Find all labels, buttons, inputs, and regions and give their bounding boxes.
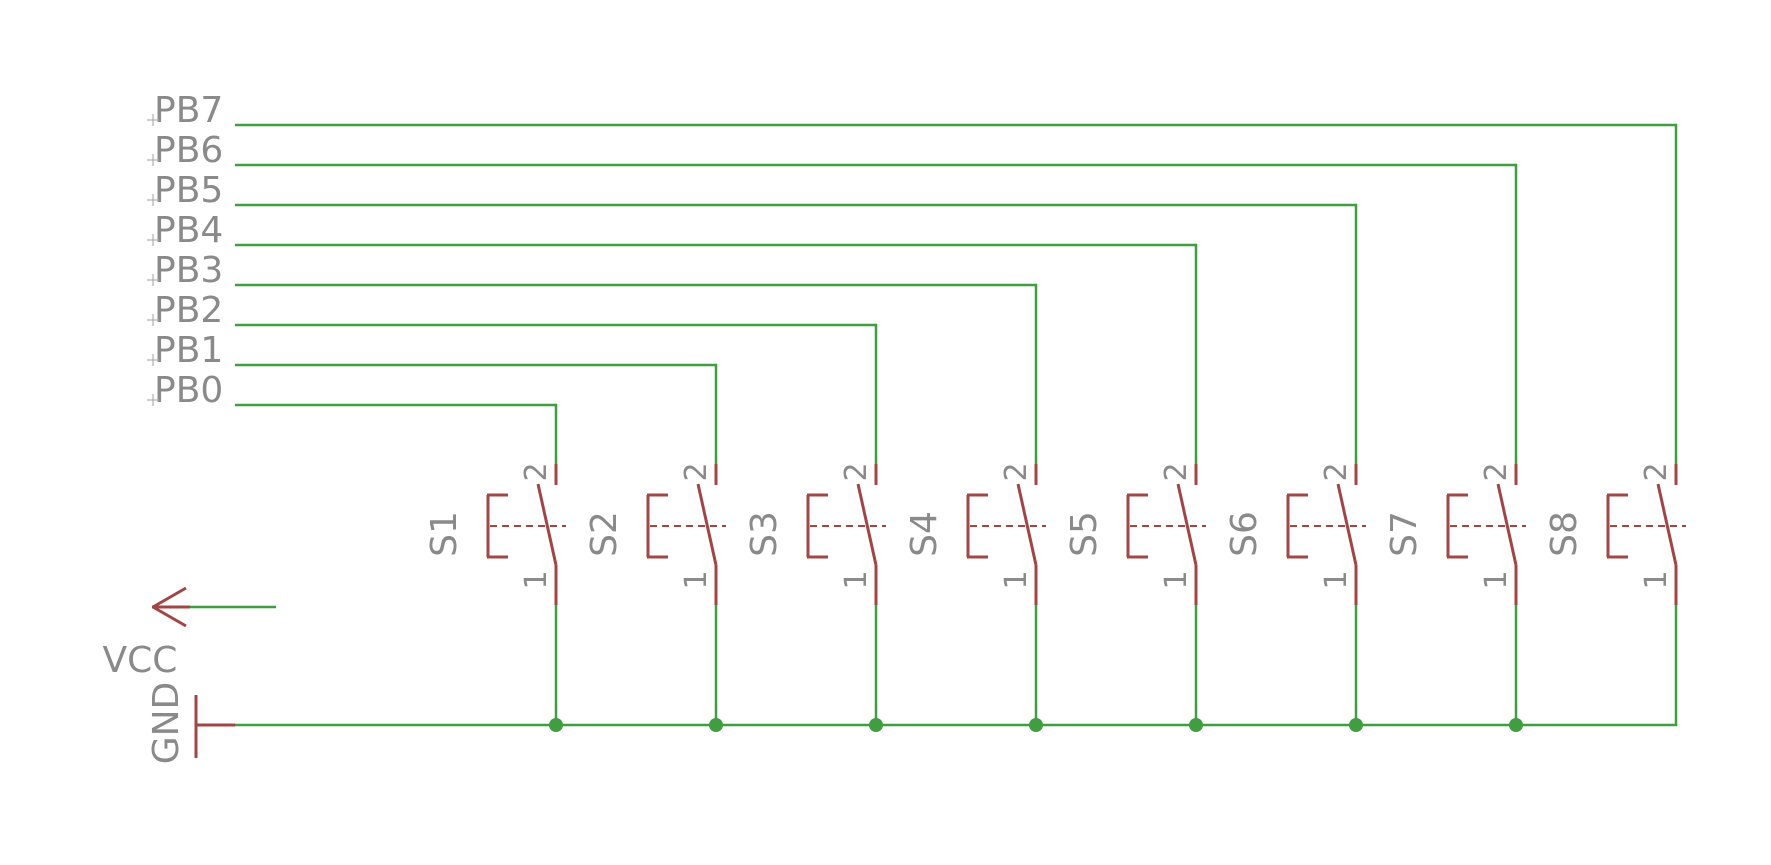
- ground-symbol: [194, 695, 235, 758]
- switch-reference-label: S8: [1544, 511, 1585, 557]
- wire-pb5: [235, 203, 1358, 725]
- switch-pin-number-top: 2: [1639, 462, 1674, 481]
- switch-reference-label: S2: [584, 511, 625, 557]
- switch-blade: [1336, 483, 1358, 566]
- switch-blade: [1016, 483, 1038, 566]
- wire-pb0: [235, 403, 558, 725]
- vcc-arrow-head-lower: [152, 605, 187, 628]
- junction-dot: [709, 718, 723, 732]
- switch-pin-number-bottom: 1: [679, 570, 714, 589]
- junction-dot: [1189, 718, 1203, 732]
- junction-dot: [1509, 718, 1523, 732]
- switch-reference-label: S5: [1064, 511, 1105, 557]
- net-label-text: PB4: [154, 210, 223, 251]
- switch-s5: 2 1 S5: [1064, 462, 1206, 605]
- net-label-pb4: PB4: [147, 210, 223, 251]
- switch-pin-number-bottom: 1: [1479, 570, 1514, 589]
- junction-dot: [1349, 718, 1363, 732]
- switch-pin-number-bottom: 1: [999, 570, 1034, 589]
- switch-s8: 2 1 S8: [1544, 462, 1686, 605]
- switch-blade: [856, 483, 878, 566]
- switch-s7: 2 1 S7: [1384, 462, 1526, 605]
- junction-dot: [549, 718, 563, 732]
- net-label-text: PB0: [154, 370, 223, 411]
- switch-s2: 2 1 S2: [584, 462, 726, 605]
- switch-pin-number-bottom: 1: [1319, 570, 1354, 589]
- switch-blade: [1656, 483, 1678, 566]
- net-label-text: PB1: [154, 330, 223, 371]
- wire-pb3: [235, 283, 1038, 725]
- vcc-symbol: [152, 586, 276, 628]
- wire-pb6: [235, 163, 1518, 725]
- net-label-text: PB3: [154, 250, 223, 291]
- wire-pb2: [235, 323, 878, 725]
- switch-reference-label: S7: [1384, 511, 1425, 557]
- switch-s4: 2 1 S4: [904, 462, 1046, 605]
- net-label-pb7: PB7: [147, 90, 223, 131]
- switch-pin-number-top: 2: [679, 462, 714, 481]
- net-label-pb1: PB1: [147, 330, 223, 371]
- switch-pin-number-top: 2: [1159, 462, 1194, 481]
- net-label-text: PB6: [154, 130, 223, 171]
- wire-pb7: [235, 123, 1678, 725]
- switch-pin-number-top: 2: [1319, 462, 1354, 481]
- net-label-text: PB7: [154, 90, 223, 131]
- switch-reference-label: S3: [744, 511, 785, 557]
- switch-reference-label: S4: [904, 511, 945, 557]
- junction-dot: [1029, 718, 1043, 732]
- switch-pin-number-bottom: 1: [1639, 570, 1674, 589]
- junction-dot: [869, 718, 883, 732]
- net-label-pb6: PB6: [147, 130, 223, 171]
- switch-pin-number-top: 2: [999, 462, 1034, 481]
- switch-s1: 2 1 S1: [424, 462, 566, 605]
- switch-pin-number-bottom: 1: [1159, 570, 1194, 589]
- wire-pb4: [235, 243, 1198, 725]
- switch-blade: [1496, 483, 1518, 566]
- switch-reference-label: S1: [424, 511, 465, 557]
- net-label-pb2: PB2: [147, 290, 223, 331]
- net-label-text: PB5: [154, 170, 223, 211]
- switch-reference-label: S6: [1224, 511, 1265, 557]
- switch-blade: [536, 483, 558, 566]
- net-label-pb0: PB0: [147, 370, 223, 411]
- net-label-text: PB2: [154, 290, 223, 331]
- switch-pin-number-top: 2: [1479, 462, 1514, 481]
- net-label-pb3: PB3: [147, 250, 223, 291]
- switch-pin-number-bottom: 1: [839, 570, 874, 589]
- net-label-pb5: PB5: [147, 170, 223, 211]
- switch-s3: 2 1 S3: [744, 462, 886, 605]
- switch-pin-number-top: 2: [839, 462, 874, 481]
- vcc-arrow-head-upper: [152, 586, 187, 609]
- switch-blade: [1176, 483, 1198, 566]
- gnd-label: GND: [146, 682, 187, 765]
- wire-pb1: [235, 363, 718, 725]
- switch-blade: [696, 483, 718, 566]
- switch-s6: 2 1 S6: [1224, 462, 1366, 605]
- switch-pin-number-bottom: 1: [519, 570, 554, 589]
- vcc-label: VCC: [103, 640, 178, 681]
- switch-pin-number-top: 2: [519, 462, 554, 481]
